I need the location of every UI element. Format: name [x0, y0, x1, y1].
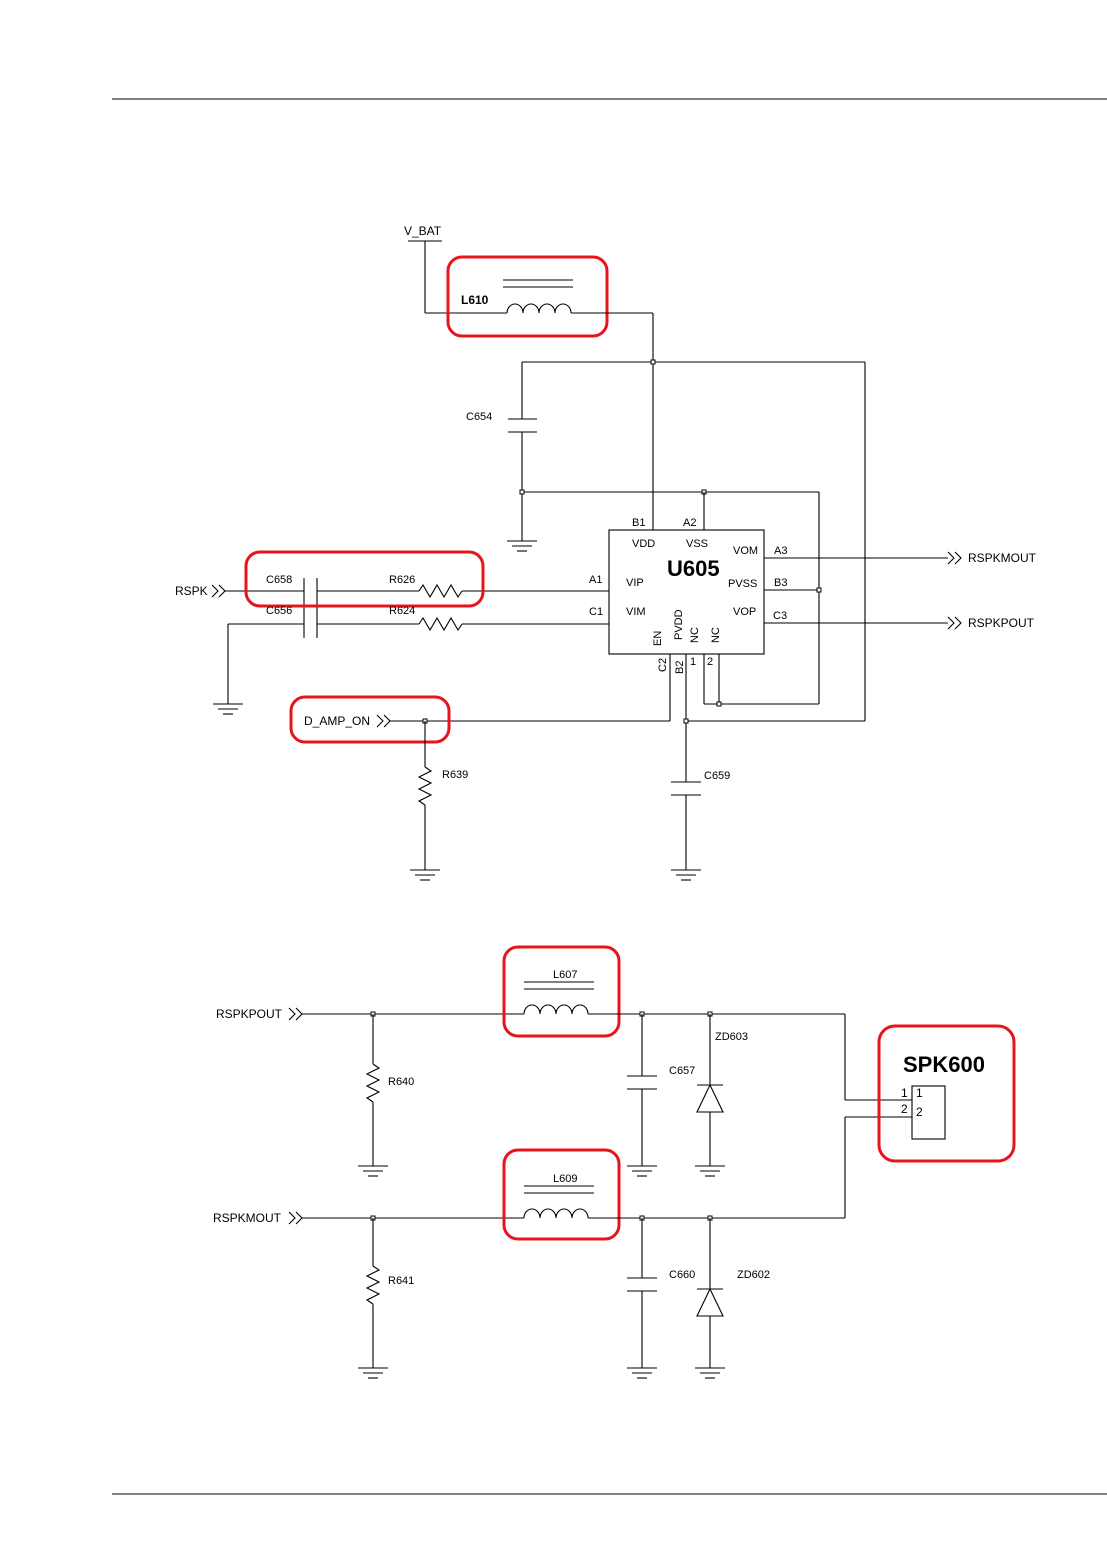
- ground-symbol: [410, 869, 440, 881]
- filter-rspkmout-port: [288, 1211, 303, 1225]
- r639-label: R639: [442, 769, 468, 781]
- l610-highlight: [446, 255, 609, 338]
- r639-resistor: [417, 766, 433, 806]
- u605-label: U605: [667, 556, 720, 581]
- spk-pin-2-inner: 2: [916, 1105, 923, 1119]
- l609-label: L609: [553, 1173, 577, 1185]
- d-amp-on-highlight: [289, 695, 451, 744]
- r626-resistor: [418, 583, 463, 599]
- ground-symbol: [671, 869, 701, 881]
- l607-highlight: [502, 945, 621, 1038]
- rspkpout-net-label: RSPKPOUT: [968, 616, 1035, 630]
- spk600-highlight: [877, 1024, 1016, 1163]
- ball-c1: C1: [589, 606, 603, 618]
- ball-b1: B1: [632, 517, 645, 529]
- ground-symbol: [507, 540, 537, 552]
- spk-pin-1-inner: 1: [916, 1086, 923, 1100]
- pin-pvss: PVSS: [728, 578, 757, 590]
- r624-label: R624: [389, 605, 415, 617]
- ball-b3: B3: [774, 577, 787, 589]
- ball-a1: A1: [589, 574, 602, 586]
- input-highlight: [244, 550, 485, 608]
- d-amp-on-port: [376, 714, 391, 728]
- pin-pvdd: PVDD: [673, 609, 685, 640]
- pin-vss: VSS: [686, 538, 708, 550]
- speaker-filter-circuit: RSPKPOUT L607 R640 C657: [213, 945, 1016, 1379]
- zd602-zener-diode: [696, 1287, 724, 1317]
- d-amp-on-net-label: D_AMP_ON: [304, 714, 370, 728]
- pin-nc-2: NC: [710, 627, 722, 643]
- spk600-connector: [911, 1085, 946, 1140]
- r640-label: R640: [388, 1076, 414, 1088]
- c659-label: C659: [704, 770, 730, 782]
- pin-en: EN: [652, 631, 664, 646]
- l607-inductor: [523, 981, 594, 1015]
- filter-rspkpout-label: RSPKPOUT: [216, 1007, 283, 1021]
- rspk-port: [211, 584, 226, 598]
- ball-a2: A2: [683, 517, 696, 529]
- pin-nc-1: NC: [689, 627, 701, 643]
- ground-symbol: [213, 703, 243, 715]
- ground-symbol: [627, 1367, 657, 1379]
- ball-c2: C2: [657, 658, 669, 672]
- pin-vip: VIP: [626, 577, 644, 589]
- ground-symbol: [695, 1367, 725, 1379]
- rspkmout-port: [947, 551, 962, 565]
- c654-label: C654: [466, 411, 492, 423]
- l607-label: L607: [553, 969, 577, 981]
- rspkmout-net-label: RSPKMOUT: [968, 551, 1037, 565]
- filter-rspkmout-label: RSPKMOUT: [213, 1211, 282, 1225]
- ball-b2: B2: [674, 661, 686, 674]
- vbat-label: V_BAT: [404, 224, 442, 238]
- ball-nc-1: 1: [690, 656, 696, 668]
- spk600-label: SPK600: [903, 1052, 985, 1077]
- ball-c3: C3: [773, 610, 787, 622]
- r640-resistor: [365, 1063, 381, 1103]
- pin-vdd: VDD: [632, 538, 655, 550]
- l609-highlight: [502, 1148, 621, 1241]
- ground-symbol: [695, 1165, 725, 1177]
- ground-symbol: [627, 1165, 657, 1177]
- zd602-label: ZD602: [737, 1269, 770, 1281]
- c658-label: C658: [266, 574, 292, 586]
- rspkpout-port: [947, 616, 962, 630]
- rspk-net-label: RSPK: [175, 584, 208, 598]
- pin-vim: VIM: [626, 606, 646, 618]
- ball-a3: A3: [774, 545, 787, 557]
- ground-symbol: [358, 1165, 388, 1177]
- spk-pin-2-outer: 2: [901, 1102, 908, 1116]
- pin-vop: VOP: [733, 606, 756, 618]
- zd603-label: ZD603: [715, 1031, 748, 1043]
- zd603-zener-diode: [696, 1083, 724, 1113]
- l609-inductor: [523, 1185, 594, 1219]
- pin-vom: VOM: [733, 545, 758, 557]
- ground-symbol: [358, 1367, 388, 1379]
- amplifier-circuit: V_BAT L610 C654: [175, 224, 1037, 881]
- r626-label: R626: [389, 574, 415, 586]
- l610-label: L610: [461, 293, 489, 307]
- r624-resistor: [418, 616, 463, 632]
- c657-label: C657: [669, 1065, 695, 1077]
- c660-label: C660: [669, 1269, 695, 1281]
- spk-pin-1-outer: 1: [901, 1086, 908, 1100]
- l610-inductor: [503, 279, 573, 314]
- r641-label: R641: [388, 1275, 414, 1287]
- filter-rspkpout-port: [288, 1007, 303, 1021]
- r641-resistor: [365, 1265, 381, 1305]
- ball-nc-2: 2: [707, 656, 713, 668]
- c656-label: C656: [266, 605, 292, 617]
